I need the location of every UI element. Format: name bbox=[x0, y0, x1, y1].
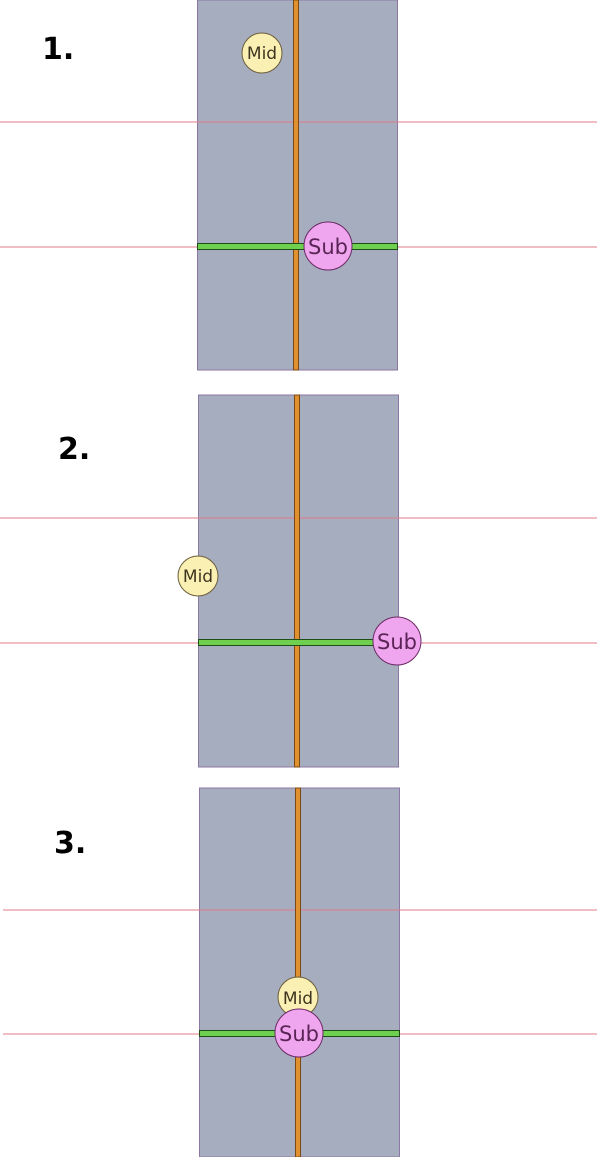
mid-node-label: Mid bbox=[283, 989, 313, 1009]
vertical-bar bbox=[293, 0, 299, 371]
panel-2: Mid Sub 2. bbox=[0, 394, 597, 768]
vertical-bar bbox=[294, 394, 300, 768]
step-label: 1. bbox=[42, 32, 75, 67]
mid-node: Mid bbox=[277, 976, 319, 1018]
sub-node: Sub bbox=[303, 221, 353, 271]
mid-node-label: Mid bbox=[247, 44, 277, 64]
panel-1-diagram: Mid Sub bbox=[0, 0, 597, 371]
horizontal-bar bbox=[198, 639, 399, 646]
sub-node-label: Sub bbox=[308, 235, 348, 259]
sub-node-label: Sub bbox=[279, 1022, 319, 1046]
step-label: 2. bbox=[58, 432, 91, 467]
sub-node-label: Sub bbox=[377, 630, 417, 654]
vertical-bar bbox=[295, 787, 301, 1157]
mid-node: Mid bbox=[177, 555, 219, 597]
horizontal-bar bbox=[197, 243, 398, 250]
sub-node: Sub bbox=[372, 616, 422, 666]
sub-node: Sub bbox=[274, 1008, 324, 1058]
panel-3-diagram: Mid Sub bbox=[3, 787, 597, 1157]
mid-node: Mid bbox=[241, 32, 283, 74]
mid-node-label: Mid bbox=[183, 567, 213, 587]
panel-1: Mid Sub 1. bbox=[0, 0, 597, 371]
panel-3: Mid Sub 3. bbox=[0, 787, 597, 1157]
step-label: 3. bbox=[54, 826, 87, 861]
panel-2-diagram: Mid Sub bbox=[0, 394, 597, 768]
